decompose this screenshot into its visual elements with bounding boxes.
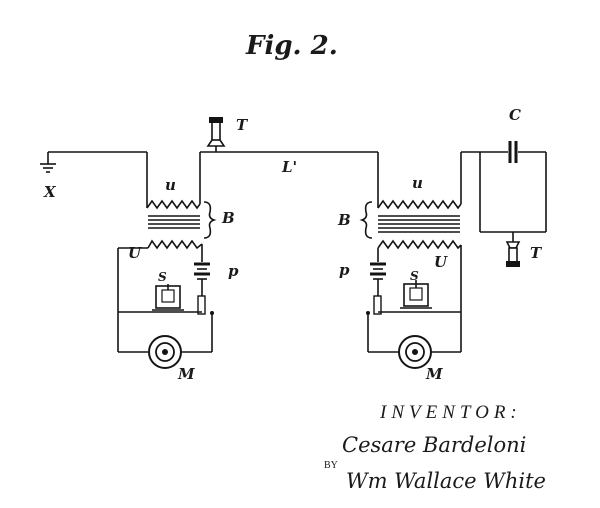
inventor-heading: INVENTOR:	[379, 402, 522, 423]
label-t-right: T	[530, 244, 543, 262]
right-battery	[370, 262, 386, 296]
inventor-name: Cesare Bardeloni	[342, 433, 526, 457]
attorney-signature: Wm Wallace White	[346, 469, 546, 493]
left-battery	[194, 262, 210, 296]
left-iron-core	[148, 215, 200, 229]
label-l: L'	[281, 158, 297, 176]
label-s-left: S	[158, 270, 167, 284]
right-primary-coil	[377, 152, 462, 210]
label-s-right: S	[410, 269, 419, 283]
right-iron-core	[378, 215, 460, 233]
label-U-right: U	[434, 253, 448, 271]
right-microphone	[400, 280, 432, 309]
label-c: C	[509, 106, 521, 124]
right-motor	[398, 335, 432, 369]
telephone-receiver-left	[200, 117, 228, 153]
left-motor	[148, 335, 182, 369]
label-p-left: p	[228, 262, 239, 280]
label-b-right: B	[337, 211, 351, 229]
figure-title: Fig. 2.	[245, 31, 338, 61]
label-p-right: p	[339, 261, 350, 279]
left-primary-coil	[146, 152, 201, 210]
label-b-left: B	[221, 209, 235, 227]
left-brace	[203, 201, 217, 239]
label-t-left: T	[236, 116, 249, 134]
label-x: X	[43, 183, 57, 201]
ground-symbol	[40, 151, 147, 173]
condenser-circuit	[461, 141, 547, 233]
label-u-left: u	[165, 176, 176, 194]
telephone-receiver-right	[505, 232, 521, 267]
label-u-right: u	[412, 174, 423, 192]
label-m-right: M	[425, 365, 443, 383]
label-m-left: M	[177, 365, 195, 383]
right-secondary-coil	[377, 239, 462, 352]
by-label: BY	[324, 460, 338, 471]
right-brace	[359, 201, 373, 239]
left-secondary-coil	[117, 239, 203, 352]
left-microphone	[152, 284, 184, 311]
label-U-left: U	[128, 244, 142, 262]
